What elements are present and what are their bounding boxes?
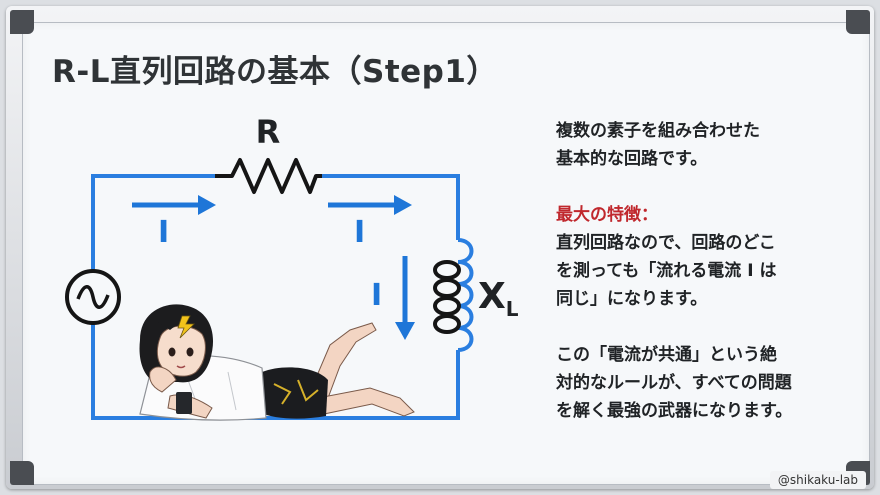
- page-title: R-L直列回路の基本（Step1）: [52, 54, 498, 90]
- circuit-wire: [91, 174, 460, 420]
- resistor-symbol: [215, 158, 322, 194]
- frame-corner: [846, 10, 870, 34]
- inductor-label-main: X: [478, 276, 506, 317]
- character-illustration: [139, 304, 415, 421]
- inductor-symbol: [457, 238, 474, 352]
- current-arrow-down: [395, 256, 415, 340]
- current-label: I: [158, 215, 169, 250]
- resistor-label: R: [256, 113, 281, 151]
- circuit-wire: [322, 174, 460, 240]
- inductor-label: XL: [478, 276, 519, 321]
- intro-text: 複数の素子を組み合わせた 基本的な回路です。: [556, 121, 760, 169]
- description-panel: 複数の素子を組み合わせた 基本的な回路です。 最大の特徴： 直列回路なので、回路…: [556, 117, 846, 425]
- frame-corner: [10, 10, 34, 34]
- current-arrow-left: [132, 195, 216, 215]
- coil-loops-icon: [433, 260, 461, 334]
- current-label: I: [371, 278, 382, 313]
- frame-corner: [10, 461, 34, 485]
- feature-body: 直列回路なので、回路のどこ を測っても「流れる電流 I は 同じ」になります。: [556, 233, 777, 309]
- lightning-icon: [177, 315, 195, 339]
- ac-wave-icon: [76, 285, 110, 309]
- conclusion-text: この「電流が共通」という絶 対的なルールが、すべての問題 を解く最強の武器になり…: [556, 345, 793, 421]
- current-arrow-right: [328, 195, 412, 215]
- credit-label: @shikaku-lab: [769, 471, 866, 489]
- current-label: I: [354, 215, 365, 250]
- inductor-label-subscript: L: [506, 297, 519, 321]
- feature-heading: 最大の特徴：: [556, 205, 658, 225]
